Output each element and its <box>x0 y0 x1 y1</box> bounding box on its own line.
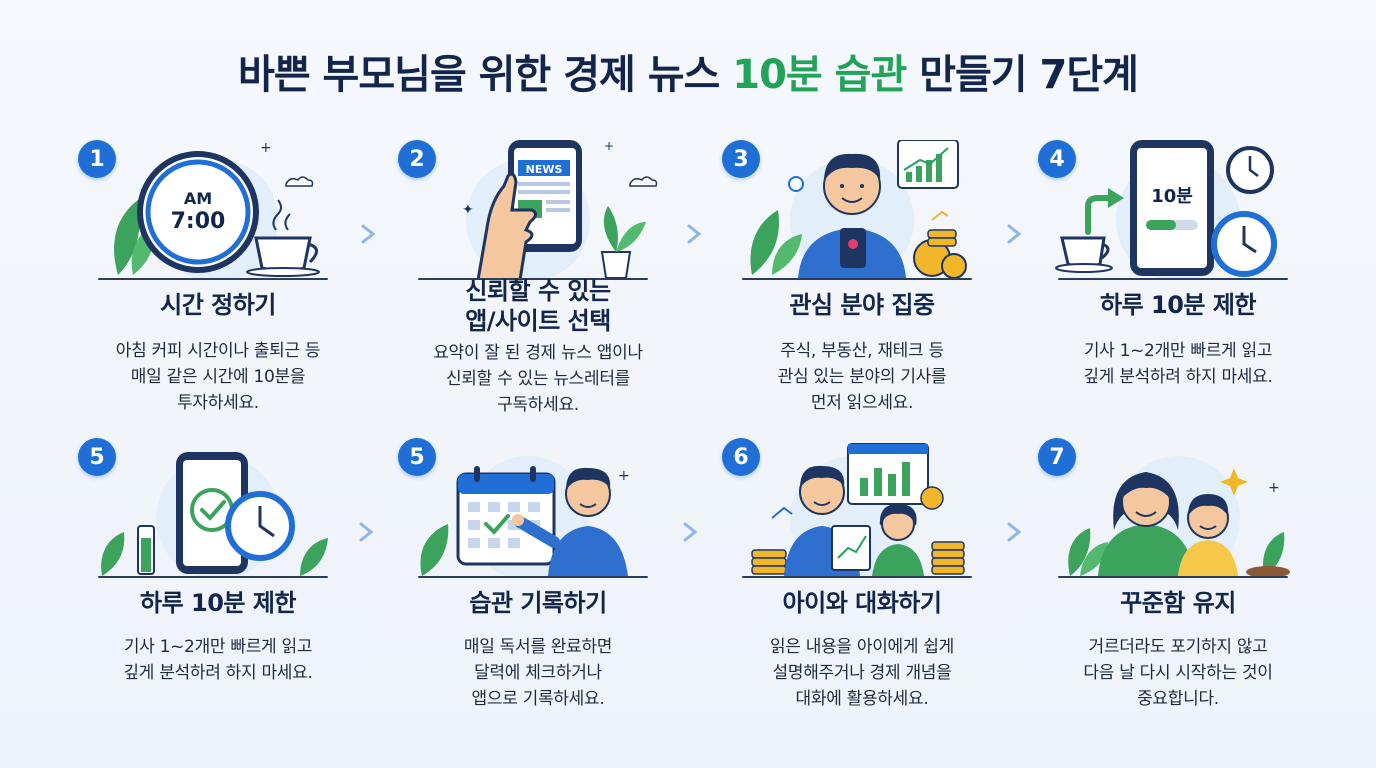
phone-news-text: NEWS <box>526 163 563 176</box>
chevron-right-icon <box>687 224 702 244</box>
parent-child-talk-icon <box>751 443 965 578</box>
svg-text:+: + <box>618 468 630 484</box>
step-title: 하루 10분 제한 <box>139 589 297 617</box>
step-title: 하루 10분 제한 <box>1099 291 1257 319</box>
svg-text:+: + <box>260 140 272 156</box>
page-title: 바쁜 부모님을 위한 경제 뉴스 10분 습관 만들기 7단계 <box>0 42 1376 100</box>
family-plant-icon: + <box>1068 456 1290 578</box>
ground-line <box>418 278 648 280</box>
step-title: 관심 분야 집중 <box>789 291 935 319</box>
chevron-right-icon <box>359 522 374 542</box>
phone-news-icon: NEWS ✦ + <box>462 140 658 280</box>
alarm-clock-coffee-icon: AM 7:00 + <box>114 140 320 280</box>
chevron-right-icon <box>683 522 698 542</box>
ground-line <box>1058 576 1288 578</box>
step-badge: 5 <box>398 438 436 476</box>
person-phone-chart-icon <box>750 140 967 280</box>
ground-line <box>98 576 328 578</box>
step-title: 시간 정하기 <box>160 291 276 319</box>
title-part2: 만들기 7단계 <box>906 52 1139 98</box>
step-badge: 6 <box>722 438 760 476</box>
svg-text:+: + <box>1268 480 1280 496</box>
title-highlight: 10분 습관 <box>732 52 907 98</box>
step-badge: 5 <box>78 438 116 476</box>
chevron-right-icon <box>1007 224 1022 244</box>
clock-time-text: 7:00 <box>171 209 226 234</box>
svg-text:+: + <box>604 140 614 153</box>
ground-line <box>742 278 972 280</box>
step-badge: 3 <box>722 140 760 178</box>
phone-timer-icon: 10분 <box>1055 140 1277 280</box>
step-title: 꾸준함 유지 <box>1120 589 1236 617</box>
ground-line <box>1058 278 1288 280</box>
step-title: 습관 기록하기 <box>469 589 607 617</box>
step-badge: 1 <box>78 140 116 178</box>
phone-check-clock-icon <box>101 452 328 578</box>
ground-line <box>98 278 328 280</box>
step-title: 아이와 대화하기 <box>782 589 942 617</box>
step-badge: 2 <box>398 140 436 178</box>
ground-line <box>418 576 648 578</box>
step-badge: 7 <box>1038 438 1076 476</box>
ground-line <box>742 576 972 578</box>
svg-text:✦: ✦ <box>462 202 474 218</box>
clock-am-text: AM <box>184 189 212 208</box>
chevron-right-icon <box>361 224 376 244</box>
phone-10min-text: 10분 <box>1151 186 1193 207</box>
chevron-right-icon <box>1007 522 1022 542</box>
step-badge: 4 <box>1038 140 1076 178</box>
calendar-check-icon: + <box>420 456 630 578</box>
title-part1: 바쁜 부모님을 위한 경제 뉴스 <box>238 52 733 98</box>
